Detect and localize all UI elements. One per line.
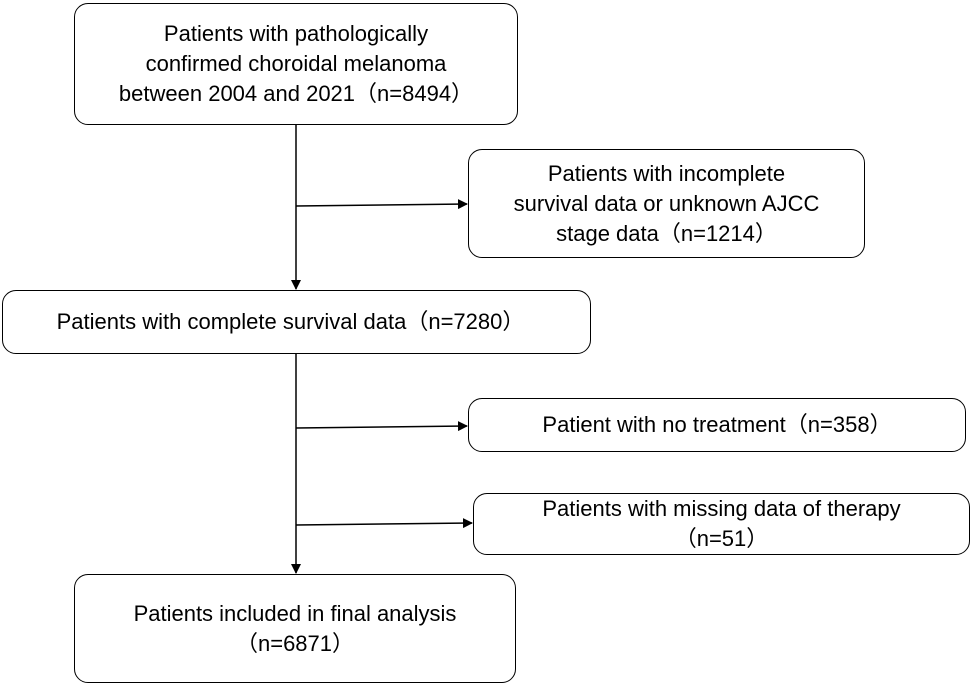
box-initial-cohort: Patients with pathologically confirmed c… [74, 3, 518, 125]
box-complete-survival: Patients with complete survival data（n=7… [2, 290, 591, 354]
box-exclusion-1-line-3: stage data（n=1214） [556, 220, 777, 246]
box-initial-cohort-line-3: between 2004 and 2021（n=8494） [118, 81, 474, 106]
box-exclusion-missing-therapy: Patients with missing data of therapy （n… [473, 493, 970, 555]
box-complete-survival-line-1: Patients with complete survival data（n=7… [56, 309, 525, 334]
box-initial-cohort-line-1: Patients with pathologically [163, 21, 429, 46]
box-exclusion-incomplete-survival: Patients with incomplete survival data o… [468, 149, 865, 258]
box-exclusion-3-line-1: Patients with missing data of therapy [542, 496, 901, 521]
box-exclusion-3-line-2: （n=51） [674, 526, 769, 551]
box-final-analysis-line-2: （n=6871） [235, 630, 355, 656]
arrow-to-exclusion-3 [295, 518, 473, 529]
box-final-analysis: Patients included in final analysis （n=6… [74, 574, 516, 683]
box-exclusion-1-line-2: survival data or unknown AJCC [513, 190, 820, 216]
box-exclusion-1-line-1: Patients with incomplete [547, 160, 786, 186]
box-exclusion-no-treatment: Patient with no treatment（n=358） [468, 398, 966, 452]
arrow-to-exclusion-2 [295, 421, 468, 432]
box-initial-cohort-line-2: confirmed choroidal melanoma [145, 51, 447, 76]
box-exclusion-2-line-1: Patient with no treatment（n=358） [542, 412, 892, 437]
box-final-analysis-line-1: Patients included in final analysis [133, 600, 457, 626]
arrow-to-exclusion-1 [295, 199, 468, 210]
